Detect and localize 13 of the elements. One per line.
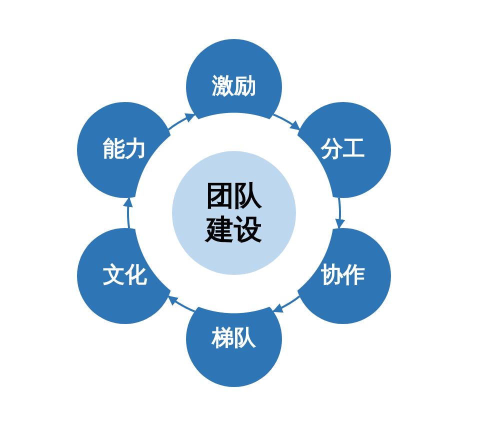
arrow [168,295,196,312]
arrow [272,295,300,313]
arrow [272,114,300,131]
node-label: 分工 [321,136,366,164]
node-label: 梯队 [212,326,256,352]
arrow [335,198,346,230]
node-label: 激励 [212,74,256,100]
node-label: 团队建设 [204,179,263,247]
arrow [122,196,133,228]
node-label: 能力 [102,136,147,164]
arrow [168,113,196,131]
node-label: 文化 [102,262,147,290]
node-label: 协作 [321,262,366,290]
